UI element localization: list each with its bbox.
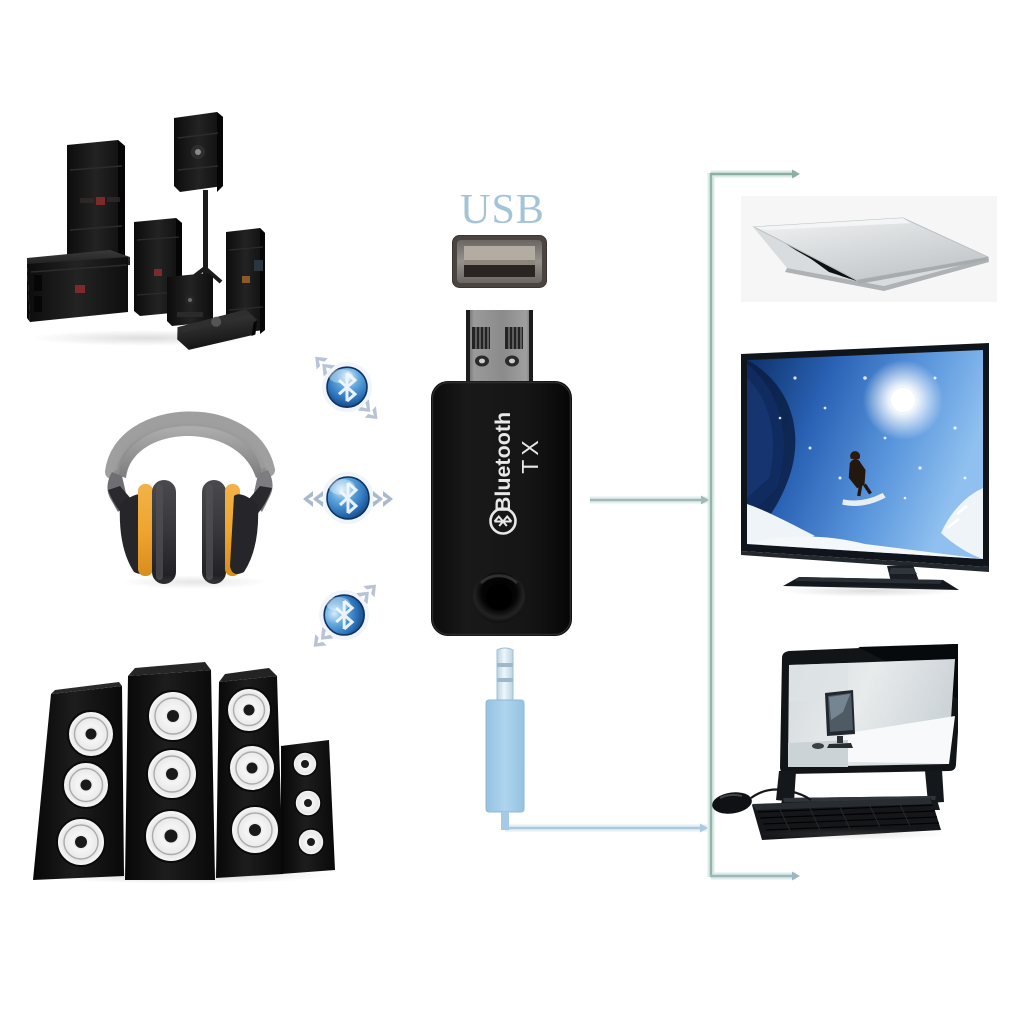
- svg-text:Bluetooth: Bluetooth: [491, 412, 515, 512]
- svg-text:TX: TX: [517, 436, 543, 473]
